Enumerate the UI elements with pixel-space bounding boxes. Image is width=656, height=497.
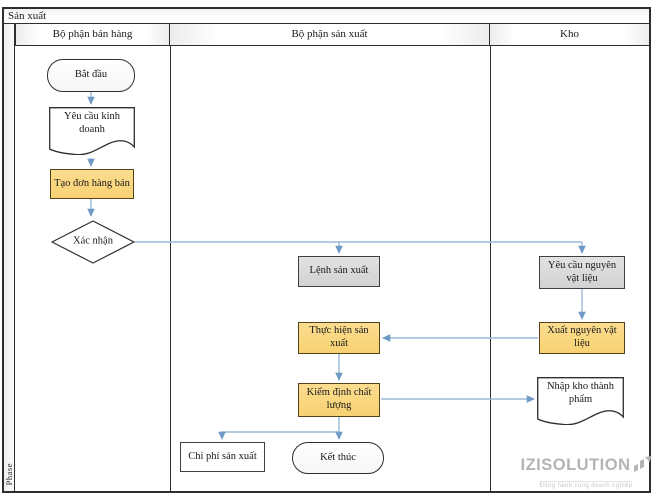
- node-create-sales-order: Tạo đơn hàng bán: [50, 169, 134, 199]
- diamond-shape: [51, 220, 135, 264]
- node-material-request: Yêu cầu nguyên vật liệu: [539, 256, 625, 289]
- node-sales-request: Yêu cầu kinh doanh: [49, 107, 135, 155]
- node-material-issue: Xuất nguyên vật liệu: [539, 322, 625, 354]
- edge-quality-to-cost: [218, 431, 339, 440]
- lane-divider-2: [490, 46, 491, 491]
- izisolution-logo: IZISOLUTION Đồng hành cùng doanh nghiệp: [520, 456, 652, 492]
- node-confirm-decision: Xác nhận: [51, 220, 135, 264]
- lane-header-sales: Bộ phận bán hàng: [15, 24, 170, 46]
- node-confirm-label: Xác nhận: [73, 235, 113, 247]
- node-production-cost: Chi phí sản xuất: [180, 442, 265, 472]
- document-shape: [537, 377, 624, 425]
- lane-header-warehouse: Kho: [490, 24, 649, 46]
- swimlane-frame: Sản xuất Phase Bộ phận bán hàng Bộ phận …: [2, 7, 651, 493]
- node-production-order: Lệnh sản xuất: [298, 256, 380, 287]
- logo-tagline: Đồng hành cùng doanh nghiệp: [539, 481, 633, 489]
- node-sales-request-label: Yêu cầu kinh doanh: [64, 111, 120, 136]
- logo-text: IZISOLUTION: [520, 456, 631, 474]
- phase-strip: Phase: [4, 24, 15, 491]
- node-start: Bắt đầu: [47, 59, 135, 92]
- lane-header-production: Bộ phận sản xuất: [170, 24, 490, 46]
- node-execute-production: Thực hiện sản xuất: [298, 322, 380, 354]
- node-finished-goods-receipt-label: Nhập kho thành phẩm: [546, 381, 615, 406]
- document-shape: [49, 107, 135, 155]
- node-finished-goods-receipt: Nhập kho thành phẩm: [537, 377, 624, 425]
- diagram-title: Sản xuất: [8, 10, 47, 22]
- node-end: Kết thúc: [292, 442, 384, 474]
- node-quality-check: Kiểm định chất lượng: [298, 383, 380, 417]
- logo-arrow-icon: [633, 456, 651, 472]
- phase-label: Phase: [4, 462, 14, 485]
- lane-divider-1: [170, 46, 171, 491]
- diagram-title-band: Sản xuất: [4, 9, 649, 24]
